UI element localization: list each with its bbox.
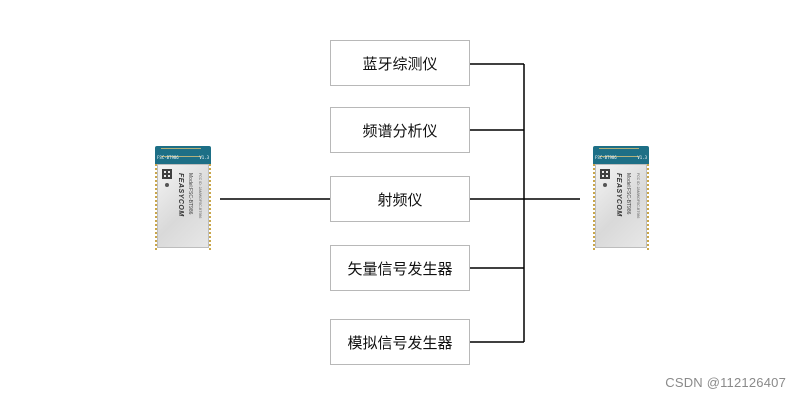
left-bluetooth-module: FSC-BT986 V1.3 FEASYCOM Model:FSC-BT986 … [155,146,211,250]
module-pins [593,164,649,250]
pin1-dot [165,183,169,187]
module-pins [155,164,211,250]
pcb-version: V1.3 [637,155,647,160]
instrument-box-analog-signal-generator: 模拟信号发生器 [330,319,470,365]
module-pcb: FSC-BT986 V1.3 [155,146,211,164]
pin1-dot [603,183,607,187]
pcb-label: FSC-BT986 [595,155,617,160]
pcb-label: FSC-BT986 [157,155,179,160]
pcb-version: V1.3 [199,155,209,160]
module-brand: FEASYCOM [615,173,622,217]
module-model: Model:FSC-BT986 [625,173,631,215]
instrument-box-vector-signal-generator: 矢量信号发生器 [330,245,470,291]
qr-code-icon [162,169,172,179]
module-shield: FEASYCOM Model:FSC-BT986 FCC ID: 2AMWOFS… [157,164,209,248]
module-pcb: FSC-BT986 V1.3 [593,146,649,164]
antenna-trace [161,148,201,157]
antenna-trace [599,148,639,157]
watermark: CSDN @112126407 [665,375,786,390]
instrument-box-bluetooth-tester: 蓝牙综测仪 [330,40,470,86]
module-fcc: FCC ID: 2AMWOFSC-BT986 [198,173,202,219]
right-bluetooth-module: FSC-BT986 V1.3 FEASYCOM Model:FSC-BT986 … [593,146,649,250]
module-model: Model:FSC-BT986 [187,173,193,215]
instrument-box-spectrum-analyzer: 频谱分析仪 [330,107,470,153]
module-shield: FEASYCOM Model:FSC-BT986 FCC ID: 2AMWOFS… [595,164,647,248]
module-brand: FEASYCOM [177,173,184,217]
qr-code-icon [600,169,610,179]
instrument-box-rf-instrument: 射频仪 [330,176,470,222]
module-fcc: FCC ID: 2AMWOFSC-BT986 [636,173,640,219]
